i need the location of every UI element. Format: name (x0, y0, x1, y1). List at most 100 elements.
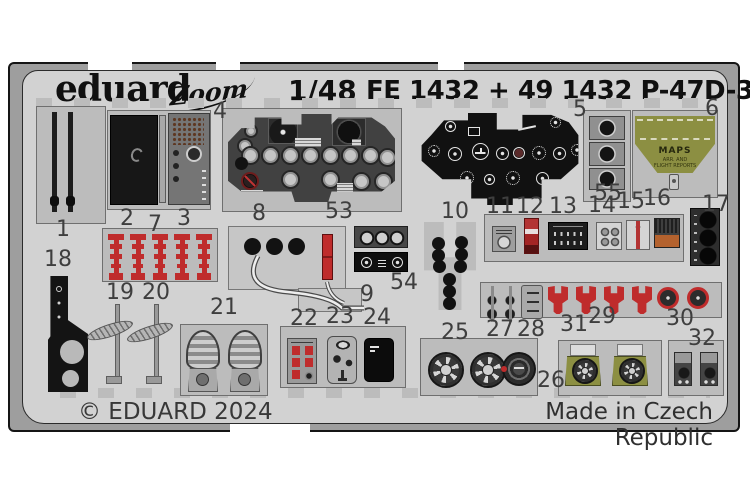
part-14 (596, 222, 622, 250)
lightening-hole-icon (60, 340, 84, 364)
part-22-switch-panel (287, 338, 317, 384)
dial-icon (448, 147, 462, 161)
part-label-28: 28 (517, 317, 545, 342)
fret-tab-row (36, 98, 716, 108)
part-label-1: 1 (56, 217, 70, 242)
switch-grid-icon (172, 117, 204, 145)
gauge-dial-icon (321, 170, 340, 189)
part-1-rail (52, 112, 57, 212)
part-label-23: 23 (326, 304, 354, 329)
gauge-dial-icon (321, 146, 340, 165)
part-label-21: 21 (210, 295, 238, 320)
part-55-gauge-module (589, 116, 625, 140)
part-31-pedal-wheel (619, 358, 645, 384)
lever-foot (146, 376, 162, 384)
part-17-gun-port-strip (690, 208, 720, 266)
directional-gyro-icon (332, 118, 366, 146)
knob-icon (173, 150, 179, 156)
part-31-pedal-wheel (572, 358, 598, 384)
part-label-19: 19 (106, 280, 134, 305)
part-24-black-box (364, 338, 394, 382)
dial-icon (513, 147, 525, 159)
part-label-12: 12 (516, 194, 544, 219)
part-55-gauge-module (589, 142, 625, 166)
part-label-24: 24 (363, 305, 391, 330)
knob-row-icon (244, 238, 261, 255)
map-case-line2: ARR. AND (662, 157, 688, 163)
map-case-clasp (669, 174, 679, 190)
part-label-16: 16 (643, 186, 671, 211)
part-27-lever (487, 286, 497, 322)
part-11 (492, 226, 516, 252)
red-gauge-icon (241, 172, 259, 190)
part-label-8: 8 (252, 201, 266, 226)
dial-icon (550, 117, 561, 128)
placard-icon (468, 127, 480, 136)
part-label-6: 6 (705, 96, 719, 121)
fret-notch (230, 424, 310, 433)
base-hole-icon (196, 373, 209, 386)
fret-notch (88, 60, 132, 70)
part-label-18: 18 (44, 247, 72, 272)
fret-block (480, 282, 722, 318)
clasp-hole-icon (672, 179, 676, 183)
part-label-20: 20 (142, 280, 170, 305)
part-label-54: 54 (390, 270, 418, 295)
part-label-14: 14 (588, 193, 616, 218)
dial-bezel-icon (186, 146, 202, 162)
part-30-ring-dial (687, 287, 709, 309)
part-label-29: 29 (588, 304, 616, 329)
dial-mark (514, 367, 524, 369)
part-label-53: 53 (325, 199, 353, 224)
gauge-dial-icon (281, 170, 300, 189)
part-20-red-handle (174, 234, 190, 280)
panel-mark-icon (129, 146, 145, 164)
placard-icon (352, 139, 361, 146)
part-2-sidewall-panel (110, 115, 158, 205)
part-25-spoked-wheel (428, 352, 464, 388)
part-54-bezel-strip (354, 226, 408, 248)
part-31-tab (570, 344, 596, 356)
grid-glyph-icon (378, 259, 386, 267)
part-label-55: 55 (594, 181, 622, 206)
cylinder-seam (323, 256, 332, 258)
placard-icon (337, 183, 353, 194)
dark-knob-icon (235, 157, 248, 170)
cable-drawing (250, 254, 364, 311)
part-16 (654, 218, 680, 248)
gauge-dial-icon (341, 146, 360, 165)
rivet-hole-icon (56, 286, 62, 292)
part-label-22: 22 (290, 306, 318, 331)
part-label-7: 7 (148, 212, 162, 237)
part-23-control-box (327, 336, 357, 384)
dial-icon (361, 257, 372, 268)
part-25-spoked-wheel (470, 352, 506, 388)
fret-block (36, 106, 106, 224)
dial-icon (553, 147, 566, 160)
dial-icon (445, 121, 456, 132)
part-label-15: 15 (617, 189, 645, 214)
lever-column-icon (202, 166, 206, 200)
part-21-ribbed-boot (228, 330, 262, 370)
gauge-dial-icon (281, 146, 300, 165)
part-7-strip (159, 115, 166, 203)
part-label-25: 25 (441, 320, 469, 345)
part-54-gauge-film (354, 252, 408, 272)
part-13-switch-row-panel (548, 222, 588, 250)
part-28-arrow-plate (521, 285, 543, 319)
part-label-32: 32 (688, 326, 716, 351)
made-in-text: Made in Czech Republic (545, 399, 713, 451)
part-20-red-handle (152, 234, 168, 280)
dial-icon (506, 171, 520, 185)
arrow-lines-icon (525, 288, 541, 316)
fret-notch (216, 60, 240, 70)
part-label-30: 30 (666, 306, 694, 331)
part-9-red-cylinder (322, 234, 333, 280)
part-label-5: 5 (573, 97, 587, 122)
part-19-red-handle (130, 234, 146, 280)
part-label-11: 11 (486, 194, 514, 219)
map-case-title: MAPS (658, 146, 692, 156)
placard-icon (295, 138, 321, 147)
map-case-line3: FLIGHT REPORTS (653, 163, 697, 169)
